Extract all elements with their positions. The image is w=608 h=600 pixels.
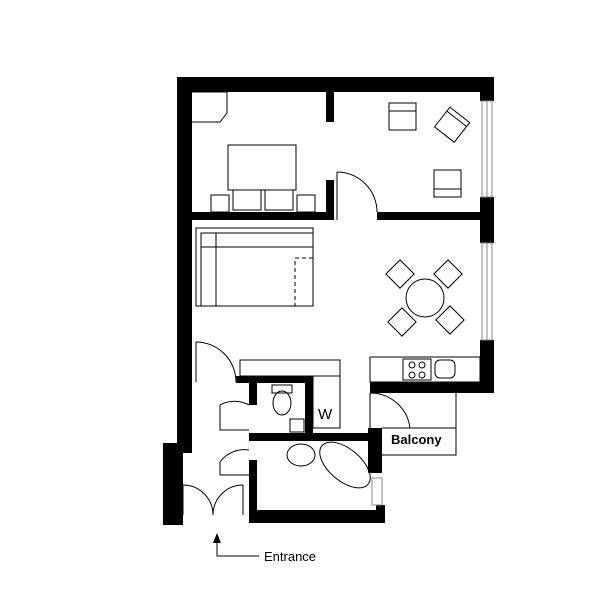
windows: [371, 100, 493, 506]
entrance-arrow: [213, 533, 259, 557]
walls: [163, 77, 494, 525]
washing-machine-label: W: [318, 406, 333, 423]
furniture: [192, 91, 481, 489]
balcony-label: Balcony: [391, 432, 442, 447]
entrance-label: Entrance: [264, 549, 317, 564]
doors: [182, 171, 411, 516]
